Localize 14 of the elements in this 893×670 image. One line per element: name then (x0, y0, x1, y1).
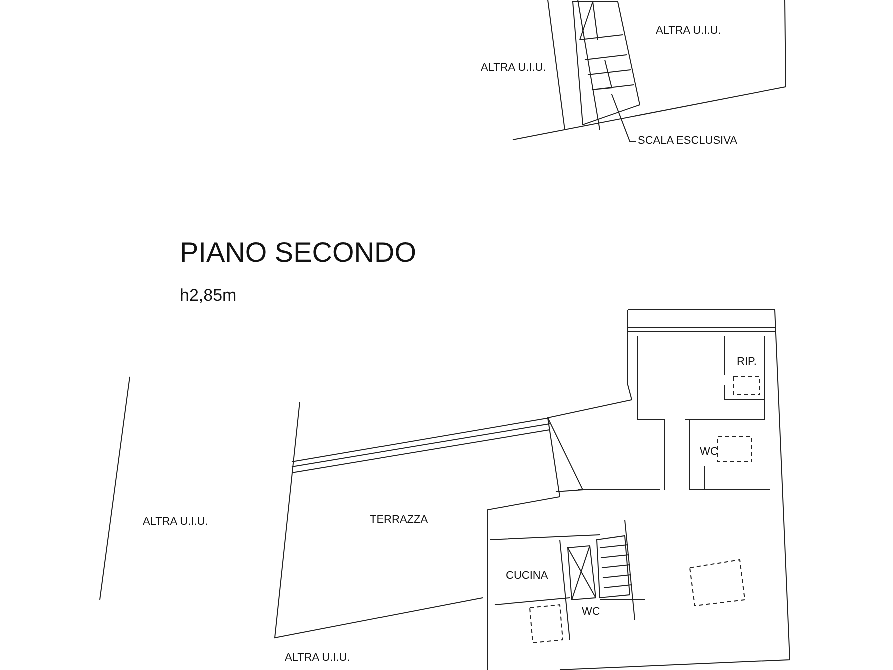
room-label: RIP. (737, 356, 757, 369)
unit-label: ALTRA U.I.U. (143, 516, 208, 529)
staircase-drawing (572, 2, 641, 126)
unit-label: ALTRA U.I.U. (656, 25, 722, 38)
room-label: TERRAZZA (370, 514, 428, 527)
unit-label: ALTRA U.I.U. (285, 652, 350, 665)
room-label: CUCINA (506, 570, 548, 583)
ceiling-height-label: h2,85m (180, 286, 237, 306)
unit-label: ALTRA U.I.U. (481, 62, 546, 75)
callout-label: SCALA ESCLUSIVA (638, 135, 738, 148)
floor-title: PIANO SECONDO (180, 236, 416, 270)
room-label: WC (700, 446, 718, 459)
room-label: WC (582, 606, 600, 619)
leader-line (611, 94, 636, 142)
